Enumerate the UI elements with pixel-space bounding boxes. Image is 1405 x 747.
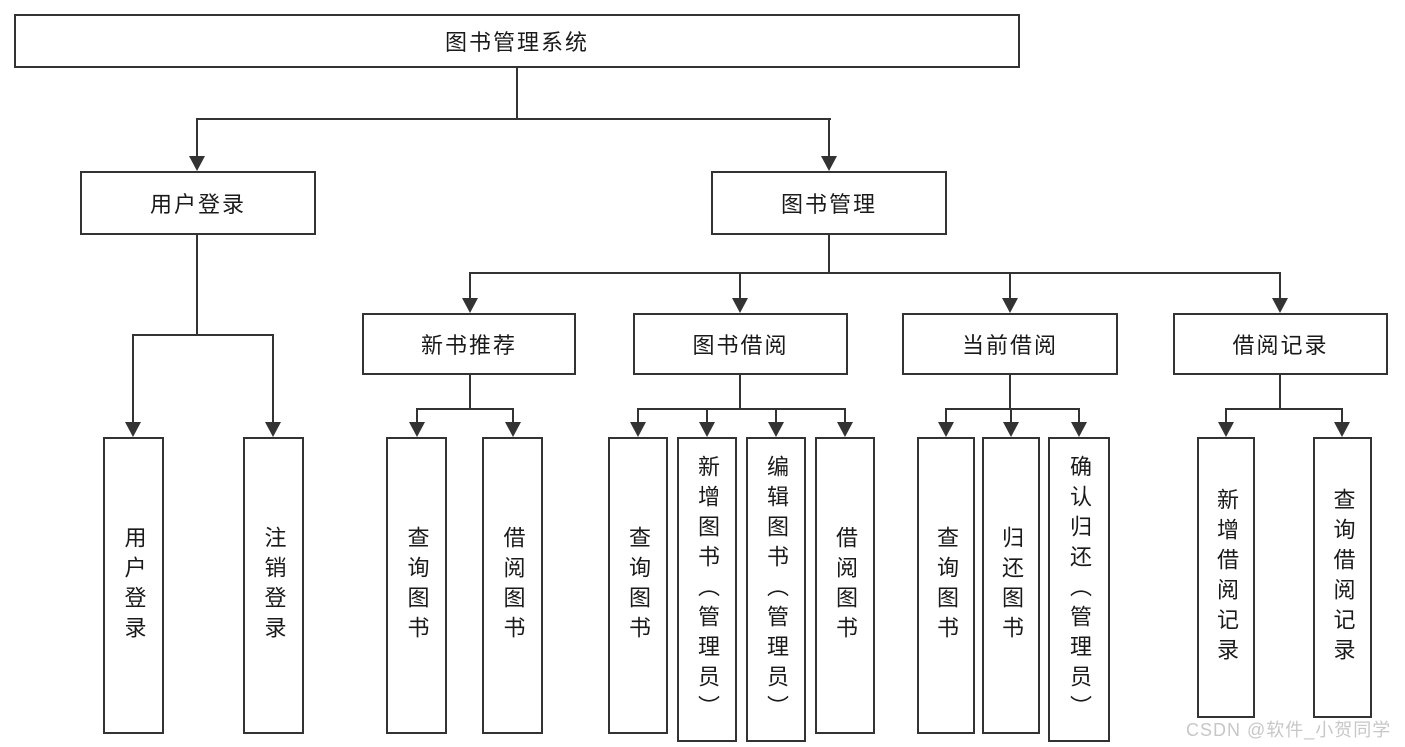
leaf-current-return-books: 归还图书 [982, 437, 1040, 734]
leaf-label: 新增借阅记录 [1214, 487, 1239, 668]
leaf-user-login: 用户登录 [103, 437, 164, 734]
connector-group-stub [1279, 375, 1281, 409]
leaf-records-query-record: 查询借阅记录 [1313, 437, 1372, 718]
arrowhead-down-icon [1272, 298, 1288, 313]
arrowhead-down-icon [699, 422, 715, 437]
arrowhead-down-icon [732, 298, 748, 313]
leaf-rec-query-books: 查询图书 [386, 437, 447, 734]
leaf-label: 借阅图书 [833, 525, 858, 646]
leaf-borrow-add-books-admin: 新增图书（管理员） [677, 437, 737, 742]
connector-shaft [1225, 408, 1227, 423]
connector-shaft [844, 408, 846, 423]
connector-groups-branch [469, 272, 1281, 274]
arrowhead-down-icon [505, 422, 521, 437]
node-label: 新书推荐 [420, 333, 517, 358]
connector-shaft [637, 408, 639, 423]
node-borrow-records: 借阅记录 [1173, 313, 1388, 375]
leaf-current-query-books: 查询图书 [917, 437, 975, 734]
arrowhead-down-icon [1003, 422, 1019, 437]
arrowhead-down-icon [462, 298, 478, 313]
connector-group-stub [1009, 375, 1011, 409]
connector-shaft [512, 408, 514, 423]
arrowhead-down-icon [1218, 422, 1234, 437]
connector-shaft [945, 408, 947, 423]
connector-shaft [706, 408, 708, 423]
connector-leaf-branch [416, 408, 514, 410]
node-book-mgmt: 图书管理 [711, 171, 947, 235]
leaf-label: 归还图书 [999, 525, 1024, 646]
node-current-borrow: 当前借阅 [902, 313, 1118, 375]
leaf-label: 查询图书 [934, 525, 959, 646]
leaf-label: 新增图书（管理员） [695, 454, 720, 725]
leaf-label: 借阅图书 [500, 525, 526, 646]
arrowhead-down-icon [1334, 422, 1350, 437]
connector-leaf-branch [1225, 408, 1343, 410]
connector-shaft [132, 334, 134, 422]
leaf-borrow-borrow-books: 借阅图书 [815, 437, 875, 734]
node-label: 借阅记录 [1232, 333, 1329, 358]
leaf-label: 注销登录 [261, 525, 287, 646]
node-label: 图书借阅 [692, 333, 789, 358]
connector-shaft [1009, 272, 1011, 299]
node-label: 图书管理系统 [444, 30, 589, 55]
node-label: 图书管理 [780, 192, 877, 217]
node-root: 图书管理系统 [14, 14, 1020, 68]
connector-shaft [1341, 408, 1343, 423]
connector-root-stub [516, 68, 518, 119]
connector-leaf-branch [945, 408, 1080, 410]
arrowhead-down-icon [1002, 298, 1018, 313]
node-label: 用户登录 [149, 192, 246, 217]
leaf-current-confirm-return-admin: 确认归还（管理员） [1048, 437, 1110, 742]
arrowhead-down-icon [409, 422, 425, 437]
connector-shaft [1078, 408, 1080, 423]
arrowhead-down-icon [821, 156, 837, 171]
connector-login-stub [196, 235, 198, 335]
connector-shaft [469, 272, 471, 299]
connector-shaft [416, 408, 418, 423]
node-user-login: 用户登录 [80, 171, 316, 235]
connector-leaf-branch [637, 408, 846, 410]
connector-group-stub [469, 375, 471, 409]
connector-shaft [1010, 408, 1012, 423]
leaf-borrow-query-books: 查询图书 [608, 437, 668, 734]
arrowhead-down-icon [125, 422, 141, 437]
leaf-borrow-edit-books-admin: 编辑图书（管理员） [746, 437, 806, 742]
connector-level2-branch [196, 118, 831, 120]
leaf-label: 用户登录 [121, 525, 147, 646]
connector-shaft [272, 334, 274, 422]
arrowhead-down-icon [265, 422, 281, 437]
arrowhead-down-icon [938, 422, 954, 437]
connector-mgmt-shaft [828, 118, 830, 157]
arrowhead-down-icon [189, 156, 205, 171]
node-label: 当前借阅 [961, 333, 1058, 358]
arrowhead-down-icon [837, 422, 853, 437]
leaf-label: 查询图书 [626, 525, 651, 646]
leaf-label: 确认归还（管理员） [1067, 454, 1092, 725]
connector-shaft [739, 272, 741, 299]
leaf-records-add-record: 新增借阅记录 [1197, 437, 1255, 718]
leaf-label: 编辑图书（管理员） [764, 454, 789, 725]
arrowhead-down-icon [768, 422, 784, 437]
arrowhead-down-icon [1071, 422, 1087, 437]
connector-shaft [1279, 272, 1281, 299]
node-book-borrow: 图书借阅 [633, 313, 848, 375]
leaf-label: 查询借阅记录 [1330, 487, 1356, 668]
leaf-rec-borrow-books: 借阅图书 [482, 437, 543, 734]
connector-mgmt-stub [828, 235, 830, 273]
leaf-logout: 注销登录 [243, 437, 304, 734]
leaf-label: 查询图书 [404, 525, 430, 646]
connector-login-branch [132, 334, 274, 336]
connector-login-shaft [196, 118, 198, 157]
node-new-book-rec: 新书推荐 [362, 313, 576, 375]
arrowhead-down-icon [630, 422, 646, 437]
connector-shaft [775, 408, 777, 423]
connector-group-stub [739, 375, 741, 409]
watermark: CSDN @软件_小贺同学 [1186, 720, 1392, 740]
